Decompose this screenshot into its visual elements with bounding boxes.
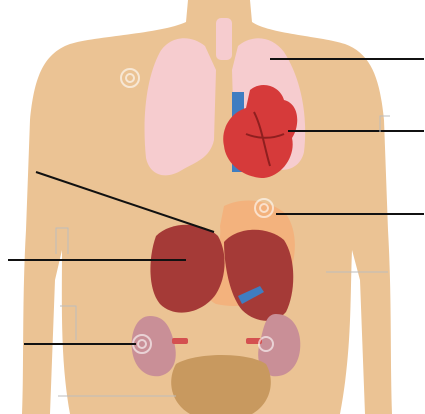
trachea (216, 18, 232, 60)
left-ureter (172, 338, 188, 344)
bladder (171, 355, 271, 414)
